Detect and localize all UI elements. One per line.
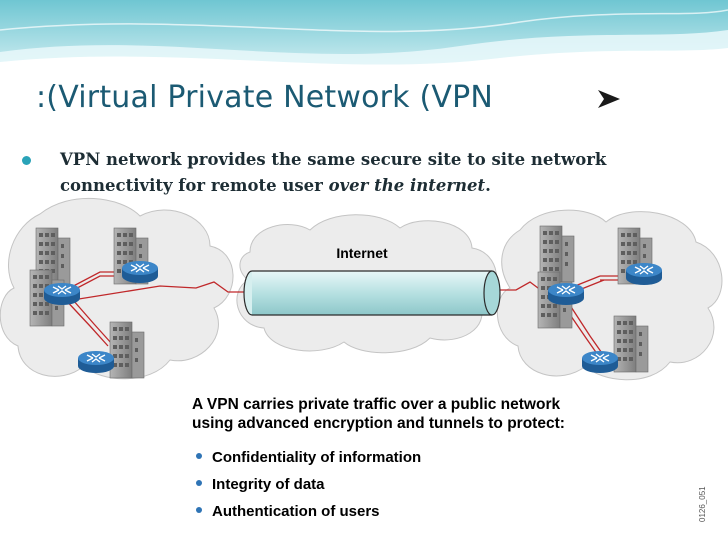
router-icon <box>547 282 585 306</box>
router-icon <box>121 260 159 284</box>
diagram-caption-line-1: A VPN carries private traffic over a pub… <box>192 396 560 413</box>
arrowhead-bullet-icon <box>598 90 620 108</box>
vpn-tunnel <box>243 270 501 316</box>
slide-title: :(Virtual Private Network (VPN <box>36 80 494 115</box>
bullet-text-end: . <box>485 176 491 195</box>
list-item-confidentiality: Confidentiality of information <box>212 449 421 466</box>
vpn-diagram: Internet A VPN carries private tra <box>0 197 723 520</box>
router-icon <box>77 350 115 374</box>
list-item-authentication: Authentication of users <box>212 503 380 520</box>
figure-code: 0126_051 <box>698 486 707 522</box>
bullet-text: VPN network provides the same secure sit… <box>60 150 607 195</box>
diagram-caption-line-2: using advanced encryption and tunnels to… <box>192 415 565 432</box>
router-icon <box>43 282 81 306</box>
list-bullet-icon <box>196 480 202 486</box>
bullet-dot-icon <box>22 156 31 165</box>
list-item-integrity: Integrity of data <box>212 476 325 493</box>
router-icon <box>625 262 663 286</box>
internet-label: Internet <box>336 245 388 261</box>
list-bullet-icon <box>196 453 202 459</box>
list-bullet-icon <box>196 507 202 513</box>
bullet-text-emphasis: over the internet <box>328 176 486 195</box>
bullet-item: VPN network provides the same secure sit… <box>22 147 662 199</box>
header-banner <box>0 0 728 76</box>
router-icon <box>581 350 619 374</box>
